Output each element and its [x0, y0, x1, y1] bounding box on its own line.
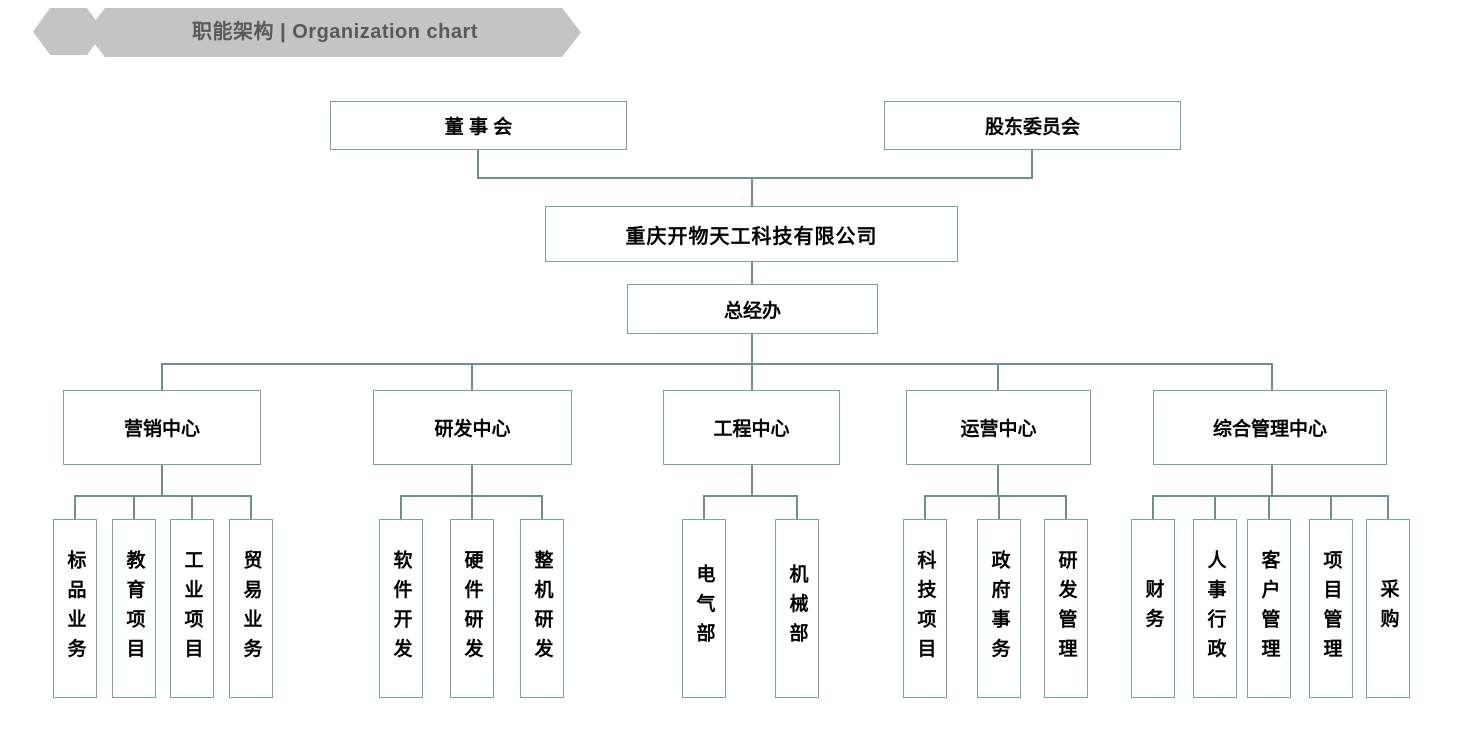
org-node-rnd-center: 研发中心	[373, 390, 572, 465]
org-node-label: 政府事务	[988, 549, 1010, 668]
connector-line	[924, 495, 926, 519]
org-node-education-projects: 教育项目	[112, 519, 156, 698]
connector-line	[751, 363, 753, 390]
connector-line	[998, 495, 1000, 519]
connector-line	[751, 262, 753, 284]
org-node-hr-admin: 人事行政	[1193, 519, 1237, 698]
connector-line	[250, 495, 252, 519]
connector-line	[1271, 363, 1273, 390]
org-node-label: 整机研发	[531, 549, 553, 668]
org-node-label: 客户管理	[1258, 549, 1280, 668]
connector-line	[1152, 495, 1154, 519]
org-node-electrical-dept: 电气部	[682, 519, 726, 698]
org-node-rnd-management: 研发管理	[1044, 519, 1088, 698]
org-node-label: 电气部	[693, 564, 715, 653]
org-node-label: 研发管理	[1055, 549, 1077, 668]
org-node-general-management-center: 综合管理中心	[1153, 390, 1387, 465]
connector-line	[997, 363, 999, 390]
connector-line	[400, 495, 402, 519]
org-node-label: 人事行政	[1204, 549, 1226, 668]
org-node-label: 教育项目	[123, 549, 145, 668]
connector-line	[471, 495, 473, 519]
page-title: 职能架构 | Organization chart	[192, 21, 478, 43]
connector-line	[1268, 495, 1270, 519]
connector-line	[1330, 495, 1332, 519]
connector-line	[133, 495, 135, 519]
connector-line	[1214, 495, 1216, 519]
org-node-standard-products: 标品业务	[53, 519, 97, 698]
org-node-customer-management: 客户管理	[1247, 519, 1291, 698]
org-node-project-management: 项目管理	[1309, 519, 1353, 698]
connector-line	[74, 495, 252, 497]
org-node-operations-center: 运营中心	[906, 390, 1091, 465]
connector-line	[1271, 465, 1273, 495]
org-node-shareholders-committee: 股东委员会	[884, 101, 1181, 150]
org-node-label: 标品业务	[64, 549, 86, 668]
connector-line	[161, 465, 163, 495]
org-node-label: 工业项目	[181, 549, 203, 668]
connector-line	[161, 363, 1272, 365]
org-node-mechanical-dept: 机械部	[775, 519, 819, 698]
org-node-label: 科技项目	[914, 549, 936, 668]
org-node-label: 硬件研发	[461, 549, 483, 668]
org-node-label: 机械部	[786, 564, 808, 653]
connector-line	[703, 495, 705, 519]
org-node-trade-business: 贸易业务	[229, 519, 273, 698]
connector-line	[1065, 495, 1067, 519]
connector-line	[1152, 495, 1388, 497]
org-node-label: 财务	[1142, 579, 1164, 638]
connector-line	[924, 495, 1067, 497]
connector-line	[1031, 150, 1033, 177]
connector-line	[997, 465, 999, 495]
org-node-board: 董 事 会	[330, 101, 627, 150]
org-node-finance: 财务	[1131, 519, 1175, 698]
connector-line	[751, 177, 753, 206]
org-node-gm-office: 总经办	[627, 284, 878, 334]
connector-line	[74, 495, 76, 519]
org-node-industrial-projects: 工业项目	[170, 519, 214, 698]
org-node-label: 项目管理	[1320, 549, 1342, 668]
org-node-engineering-center: 工程中心	[663, 390, 840, 465]
org-node-software-dev: 软件开发	[379, 519, 423, 698]
connector-line	[1387, 495, 1389, 519]
connector-line	[161, 363, 163, 390]
org-node-label: 采购	[1377, 579, 1399, 638]
org-node-hardware-rnd: 硬件研发	[450, 519, 494, 698]
org-node-tech-projects: 科技项目	[903, 519, 947, 698]
header-banner-shape	[86, 8, 581, 57]
org-node-company: 重庆开物天工科技有限公司	[545, 206, 958, 262]
connector-line	[477, 150, 479, 177]
connector-line	[191, 495, 193, 519]
org-node-label: 软件开发	[390, 549, 412, 668]
connector-line	[471, 363, 473, 390]
org-node-label: 贸易业务	[240, 549, 262, 668]
connector-line	[796, 495, 798, 519]
connector-line	[471, 465, 473, 495]
connector-line	[751, 334, 753, 363]
org-node-complete-machine-rnd: 整机研发	[520, 519, 564, 698]
org-node-marketing-center: 营销中心	[63, 390, 261, 465]
org-node-government-affairs: 政府事务	[977, 519, 1021, 698]
connector-line	[541, 495, 543, 519]
connector-line	[751, 465, 753, 495]
connector-line	[703, 495, 798, 497]
connector-line	[477, 177, 1033, 179]
org-node-procurement: 采购	[1366, 519, 1410, 698]
